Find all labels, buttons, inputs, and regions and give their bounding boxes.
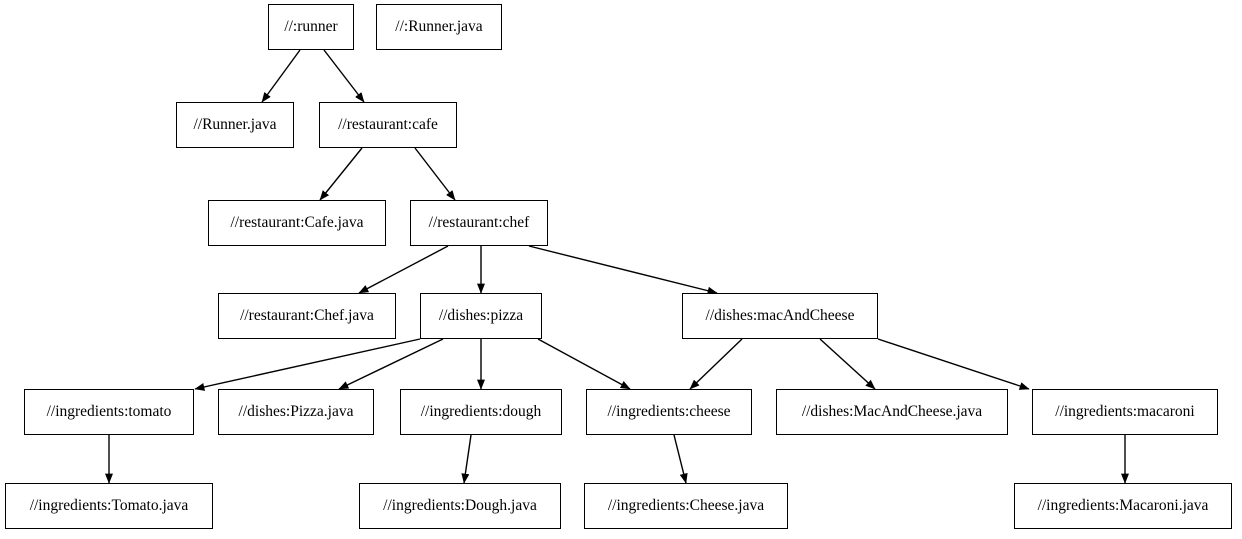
graph-edge-runner-to-runner_java (261, 49, 301, 103)
graph-edge-restaurant_chef-to-restaurant_chef_java (358, 245, 449, 294)
graph-node-label: //ingredients:tomato (46, 403, 172, 421)
graph-edge-restaurant_cafe-to-restaurant_chef (414, 147, 456, 201)
graph-node-ingredients_macaroni[interactable]: //ingredients:macaroni (1032, 389, 1218, 435)
graph-edge-runner-to-restaurant_cafe (323, 49, 365, 103)
graph-node-label: //:Runner.java (395, 18, 483, 36)
graph-node-label: //ingredients:Dough.java (383, 497, 537, 515)
graph-node-ingredients_tomato[interactable]: //ingredients:tomato (24, 389, 194, 435)
graph-edge-restaurant_chef-to-dishes_macandcheese (528, 245, 718, 295)
graph-node-dishes_pizza[interactable]: //dishes:pizza (420, 293, 542, 339)
graph-node-label: //restaurant:Chef.java (240, 307, 374, 325)
graph-node-label: //ingredients:Macaroni.java (1037, 497, 1209, 515)
graph-node-root_runner_java[interactable]: //:Runner.java (376, 4, 502, 50)
graph-node-label: //Runner.java (193, 116, 277, 134)
graph-node-label: //ingredients:Tomato.java (29, 497, 189, 515)
graph-edge-restaurant_cafe-to-restaurant_cafe_java (319, 147, 363, 201)
graph-node-ingredients_dough[interactable]: //ingredients:dough (400, 389, 562, 435)
graph-edge-dishes_pizza-to-ingredients_tomato (194, 338, 421, 391)
graph-edge-dishes_pizza-to-dishes_pizza_java (338, 338, 444, 390)
graph-node-restaurant_chef_java[interactable]: //restaurant:Chef.java (218, 293, 396, 339)
graph-node-ingredients_cheese_java[interactable]: //ingredients:Cheese.java (584, 483, 788, 529)
graph-node-restaurant_cafe_java[interactable]: //restaurant:Cafe.java (208, 200, 386, 246)
graph-node-label: //restaurant:Cafe.java (230, 214, 364, 232)
graph-node-label: //ingredients:dough (420, 403, 542, 421)
graph-node-label: //ingredients:cheese (607, 403, 731, 421)
graph-node-ingredients_tomato_java[interactable]: //ingredients:Tomato.java (5, 483, 213, 529)
graph-node-label: //dishes:Pizza.java (238, 403, 354, 421)
graph-edge-dishes_macandcheese-to-ingredients_cheese (689, 338, 743, 390)
graph-node-label: //restaurant:chef (428, 214, 530, 232)
graph-node-dishes_pizza_java[interactable]: //dishes:Pizza.java (218, 389, 374, 435)
graph-node-dishes_macandcheese[interactable]: //dishes:macAndCheese (682, 293, 878, 339)
graph-node-label: //dishes:MacAndCheese.java (801, 403, 983, 421)
graph-edge-dishes_macandcheese-to-ingredients_macaroni (877, 338, 1030, 390)
graph-node-ingredients_dough_java[interactable]: //ingredients:Dough.java (359, 483, 561, 529)
graph-edge-ingredients_dough-to-ingredients_dough_java (461, 434, 472, 484)
graph-node-label: //restaurant:cafe (338, 116, 438, 134)
graph-node-label: //ingredients:Cheese.java (607, 497, 765, 515)
graph-node-runner_java[interactable]: //Runner.java (176, 102, 294, 148)
graph-edge-dishes_macandcheese-to-dishes_mac_java (819, 338, 876, 390)
graph-node-runner[interactable]: //:runner (268, 4, 354, 50)
graph-node-label: //:runner (284, 18, 338, 36)
graph-node-restaurant_chef[interactable]: //restaurant:chef (410, 200, 548, 246)
graph-node-ingredients_cheese[interactable]: //ingredients:cheese (586, 389, 752, 435)
graph-node-label: //ingredients:macaroni (1055, 403, 1195, 421)
graph-node-ingredients_macaroni_java[interactable]: //ingredients:Macaroni.java (1014, 483, 1232, 529)
graph-edge-dishes_pizza-to-ingredients_cheese (537, 338, 631, 390)
graph-edge-ingredients_cheese-to-ingredients_cheese_java (673, 434, 688, 484)
graph-node-restaurant_cafe[interactable]: //restaurant:cafe (319, 102, 457, 148)
graph-node-dishes_mac_java[interactable]: //dishes:MacAndCheese.java (776, 389, 1008, 435)
graph-node-label: //dishes:macAndCheese (705, 307, 855, 325)
graph-node-label: //dishes:pizza (438, 307, 524, 325)
